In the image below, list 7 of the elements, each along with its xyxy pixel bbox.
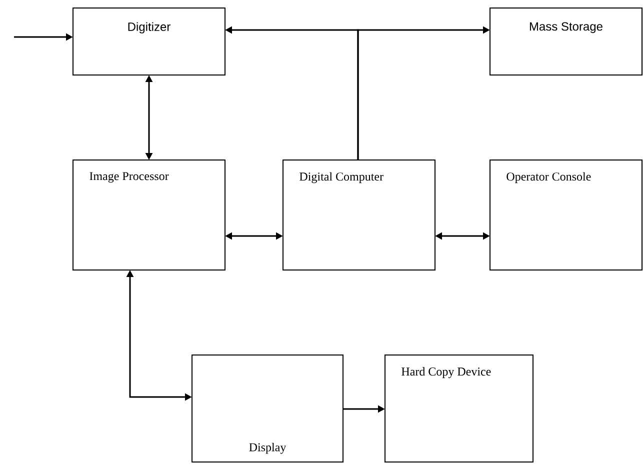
block-box: Digital Computer [282, 160, 436, 270]
block-box: Display [192, 354, 344, 462]
block-box: Operator Console [490, 160, 642, 270]
block-box: Image Processor [72, 160, 226, 270]
block-box: Mass Storage [490, 8, 642, 76]
block-box: Hard Copy Device [384, 354, 534, 462]
block-box: Digitizer [72, 8, 226, 76]
